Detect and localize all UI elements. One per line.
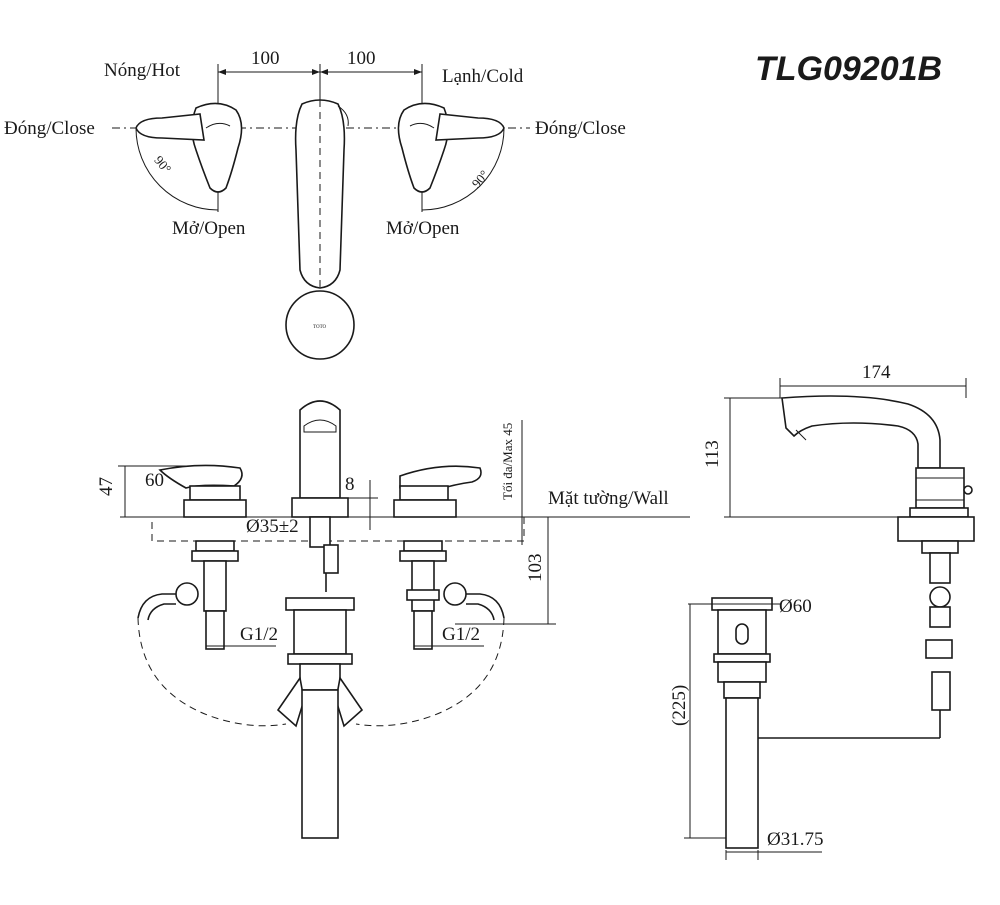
spout-front-icon bbox=[276, 400, 364, 839]
hot-lever-handle-icon bbox=[135, 102, 243, 193]
dim-113-label: 113 bbox=[702, 440, 723, 468]
cold-lever-handle-icon bbox=[397, 102, 505, 193]
svg-text:TOTO: TOTO bbox=[313, 325, 327, 330]
dim-47-label: 47 bbox=[96, 477, 117, 496]
hot-label: Nóng/Hot bbox=[104, 60, 181, 81]
cold-handle-front-icon bbox=[393, 465, 505, 650]
wall-label: Mặt tường/Wall bbox=[548, 488, 669, 509]
spacing-right-label: 100 bbox=[347, 48, 376, 69]
close-left-label: Đóng/Close bbox=[4, 118, 95, 139]
spout-side-icon bbox=[781, 395, 975, 711]
max-thickness-label: Tối đa/Max 45 bbox=[500, 423, 515, 500]
angle-right-label: 90° bbox=[469, 167, 492, 191]
angle-left-label: 90° bbox=[151, 153, 174, 177]
side-view: 174 113 bbox=[669, 362, 975, 860]
hot-handle-front-icon bbox=[137, 464, 247, 650]
model-title: TLG09201B bbox=[755, 50, 942, 88]
dim-60-label: 60 bbox=[145, 470, 164, 491]
thread-left-label: G1/2 bbox=[240, 624, 278, 645]
faucet-spout-icon: TOTO bbox=[285, 88, 355, 360]
diameter-60-label: Ø60 bbox=[779, 596, 812, 617]
dim-174-label: 174 bbox=[862, 362, 891, 383]
spacing-left-label: 100 bbox=[251, 48, 280, 69]
dim-225-label: (225) bbox=[669, 685, 690, 726]
dim-8-label: 8 bbox=[345, 474, 355, 495]
close-right-label: Đóng/Close bbox=[535, 118, 626, 139]
open-left-label: Mở/Open bbox=[172, 218, 246, 239]
diameter-35-label: Ø35±2 bbox=[246, 516, 299, 537]
thread-right-label: G1/2 bbox=[442, 624, 480, 645]
diameter-31-75-label: Ø31.75 bbox=[767, 829, 823, 850]
pop-up-drain-icon bbox=[711, 597, 941, 849]
dim-103-label: 103 bbox=[525, 554, 546, 583]
front-view: Mặt tường/Wall 47 60 bbox=[96, 400, 690, 839]
open-right-label: Mở/Open bbox=[386, 218, 460, 239]
cold-label: Lạnh/Cold bbox=[442, 66, 524, 87]
top-view: 100 100 Nóng/Hot Lạnh/Cold Đóng/Close Đó… bbox=[4, 48, 626, 360]
